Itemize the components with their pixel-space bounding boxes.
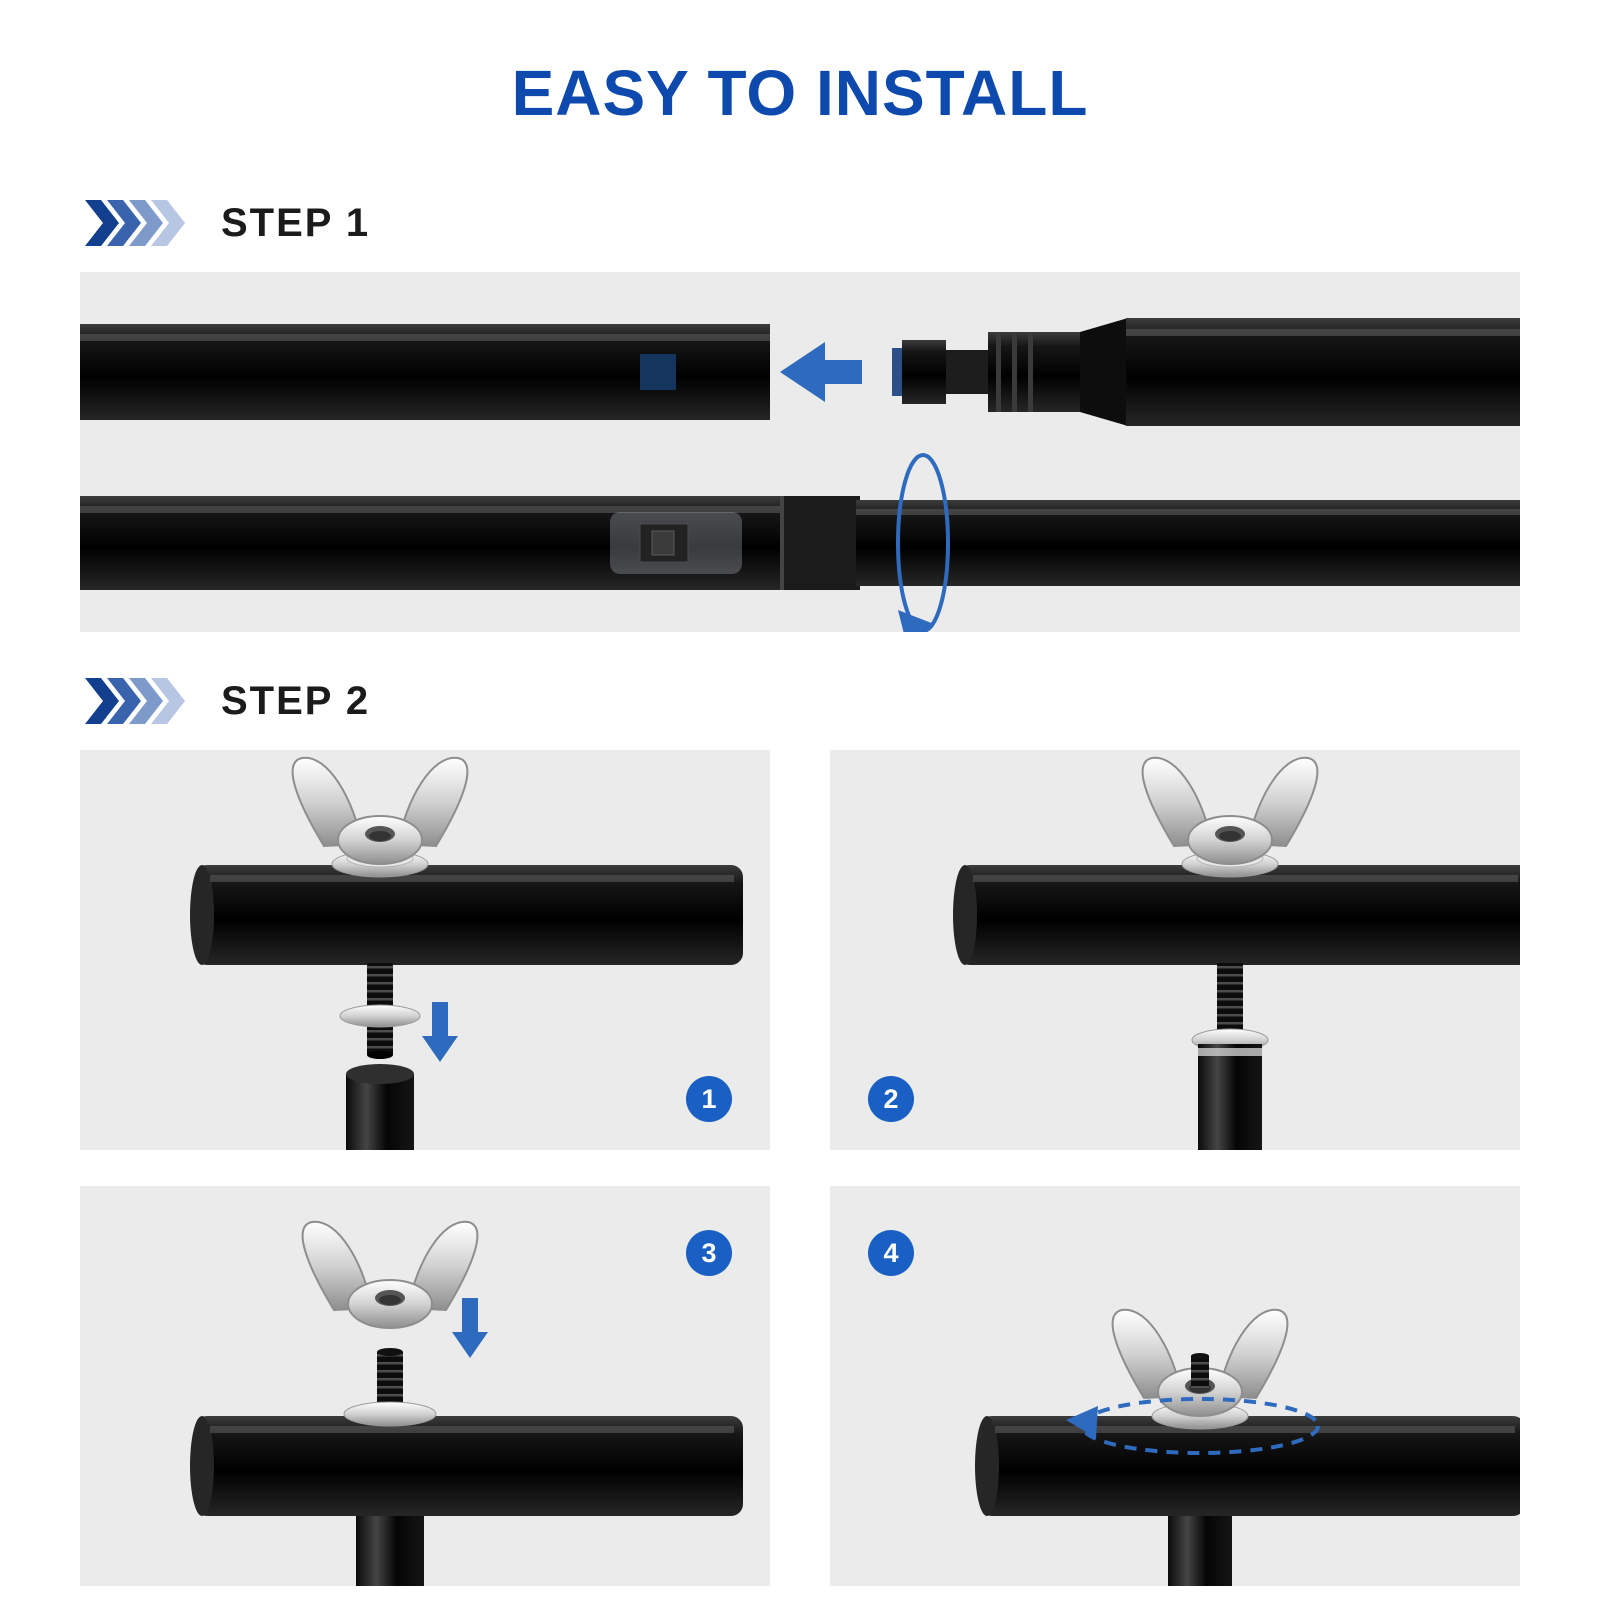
stand-pole [1198, 1044, 1262, 1150]
wing-nut [301, 1220, 479, 1329]
step1-header: STEP 1 [85, 200, 1600, 246]
stand-pole [1168, 1516, 1232, 1586]
panel1-illustration [190, 756, 743, 1150]
crossbar-tube [190, 1416, 743, 1516]
chevrons-right-icon [85, 200, 185, 246]
step-number-badge: 1 [686, 1076, 732, 1122]
crossbar-right-tube [1080, 318, 1520, 426]
rotate-icon [896, 453, 950, 632]
bolt-thread [1217, 963, 1243, 1038]
step1-illustration [80, 318, 1520, 632]
step2-label: STEP 2 [221, 678, 371, 723]
page-title: EASY TO INSTALL [511, 57, 1089, 129]
stand-pole [346, 1064, 414, 1150]
wing-nut [1141, 756, 1319, 865]
bolt-tip [1191, 1353, 1209, 1388]
panel2-illustration [953, 756, 1520, 1150]
step1-label: STEP 1 [221, 200, 371, 245]
panel4-illustration [975, 1308, 1520, 1586]
rotate-icon [1066, 1397, 1320, 1455]
crossbar-tube [953, 865, 1520, 965]
crossbar-tube [190, 865, 743, 965]
arrow-down-icon [422, 1002, 458, 1062]
crossbar-left-tube [80, 324, 770, 420]
step1-panel [80, 272, 1520, 632]
crossbar-tube [975, 1416, 1520, 1516]
washer [343, 1401, 437, 1427]
step-number-badge: 4 [868, 1230, 914, 1276]
step2-grid: 1 2 [80, 750, 1520, 1586]
step2-panel-3: 3 [80, 1186, 770, 1586]
step2-panel-1: 1 [80, 750, 770, 1150]
step2-panel-2: 2 [830, 750, 1520, 1150]
panel3-illustration [190, 1220, 743, 1586]
assembled-tube [80, 496, 1520, 590]
step-number-badge: 3 [686, 1230, 732, 1276]
arrow-down-icon [452, 1298, 488, 1358]
chevrons-right-icon [85, 678, 185, 724]
stand-pole [356, 1516, 424, 1586]
step2-panel-4: 4 [830, 1186, 1520, 1586]
step2-header: STEP 2 [85, 678, 1600, 724]
wing-nut [291, 756, 469, 865]
arrow-left-icon [780, 342, 862, 402]
washer [339, 1004, 421, 1028]
tube-connector [892, 332, 1080, 412]
step-number-badge: 2 [868, 1076, 914, 1122]
